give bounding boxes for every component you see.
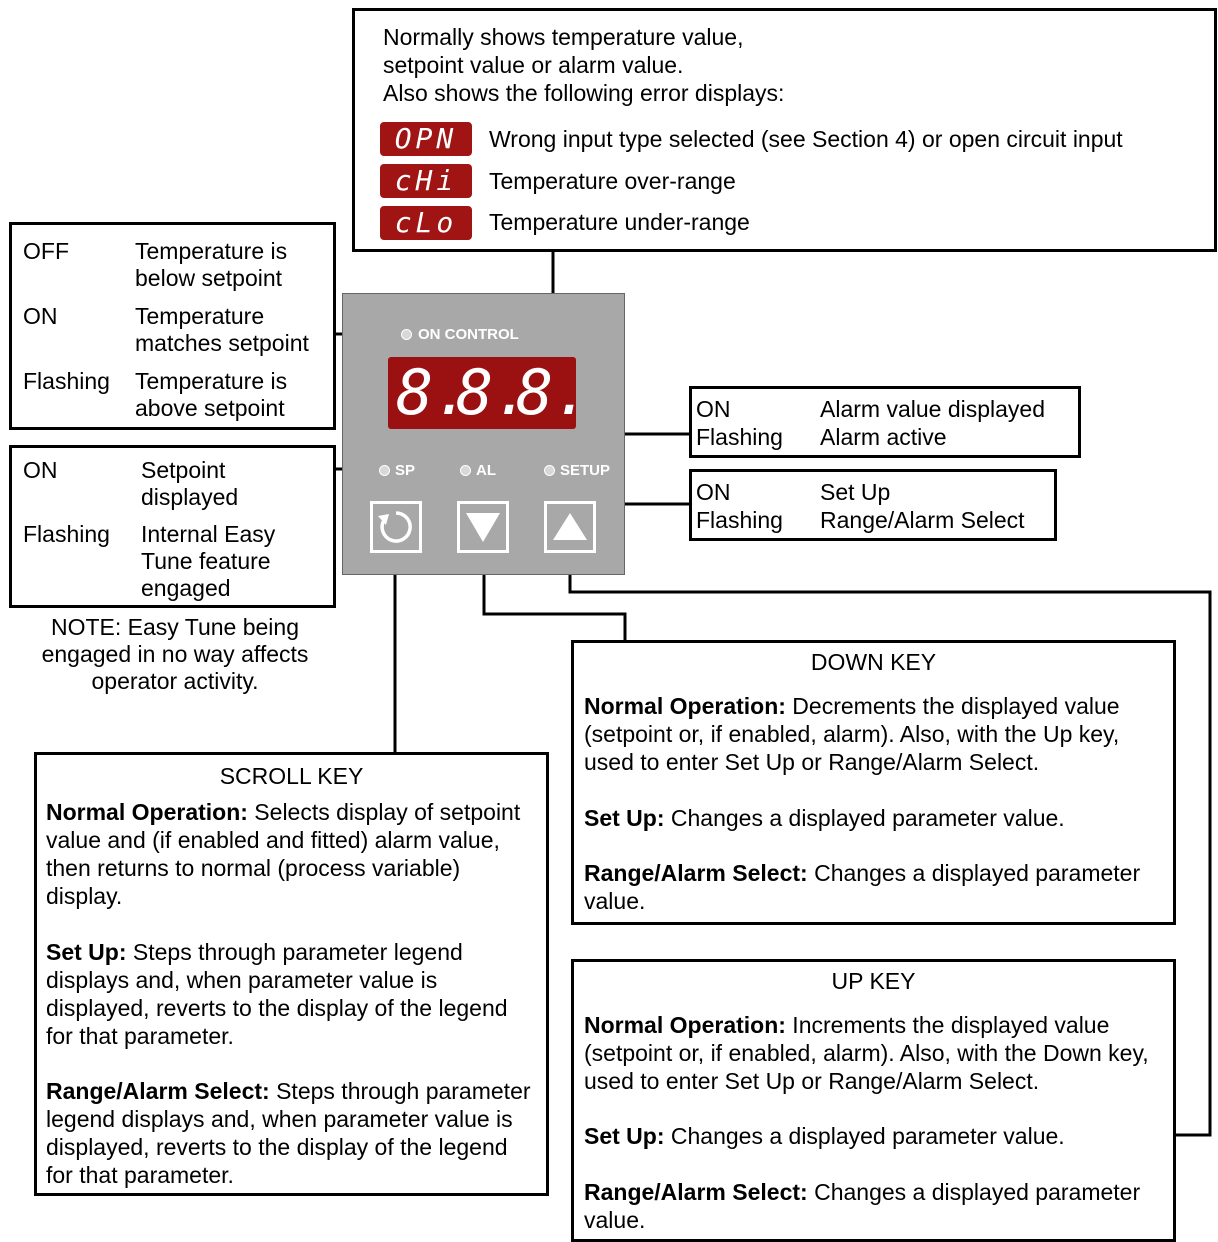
on-control-label: ON CONTROL	[418, 326, 519, 343]
up-key-box: UP KEY Normal Operation: Increments the …	[571, 959, 1176, 1242]
down-key-set-up: Set Up: Changes a displayed parameter va…	[584, 804, 1174, 832]
setup-state-on: ON	[696, 479, 731, 505]
display-desc-line2: setpoint value or alarm value.	[383, 52, 684, 78]
al-led	[460, 465, 471, 476]
down-arrow-icon	[466, 513, 500, 542]
on-control-state-on: ON	[23, 303, 58, 329]
setup-led	[544, 465, 555, 476]
scroll-key-normal-body: Selects display of setpoint value and (i…	[46, 799, 521, 909]
scroll-key-box: SCROLL KEY Normal Operation: Selects dis…	[34, 752, 549, 1196]
scroll-key-range-body: Steps through parameter legend displays …	[46, 1078, 531, 1188]
sp-desc-flashing: Internal Easy Tune feature engaged	[141, 521, 276, 601]
error-code-chi: cHi	[380, 164, 472, 198]
setup-desc-on: Set Up	[820, 479, 891, 505]
al-state-on: ON	[696, 396, 731, 422]
setup-led-box: ON Set Up Flashing Range/Alarm Select	[689, 469, 1057, 541]
display-description-box: Normally shows temperature value, setpoi…	[352, 8, 1217, 252]
down-key-normal-head: Normal Operation:	[584, 693, 786, 719]
up-key-normal-body: Increments the displayed value (setpoint…	[584, 1012, 1149, 1094]
sp-label: SP	[395, 462, 416, 479]
sp-desc-on: Setpoint displayed	[141, 457, 239, 510]
down-key-range-body: Changes a displayed parameter value.	[584, 860, 1141, 914]
setup-label: SETUP	[560, 462, 611, 479]
down-key-button[interactable]	[457, 501, 509, 553]
on-control-desc-off: Temperature is below setpoint	[135, 238, 288, 291]
error-desc-clo: Temperature under-range	[489, 209, 750, 235]
display-digit-1: 8.	[396, 356, 471, 429]
down-key-normal-body: Decrements the displayed value (setpoint…	[584, 693, 1120, 775]
setup-state-flashing: Flashing	[696, 507, 783, 533]
scroll-key-normal-operation: Normal Operation: Selects display of set…	[46, 798, 531, 910]
up-key-range-alarm: Range/Alarm Select: Changes a displayed …	[584, 1178, 1174, 1234]
down-key-range-alarm: Range/Alarm Select: Changes a displayed …	[584, 859, 1174, 915]
scroll-key-range-alarm: Range/Alarm Select: Steps through parame…	[46, 1077, 531, 1189]
down-key-title: DOWN KEY	[810, 649, 937, 675]
on-control-led	[401, 329, 412, 340]
scroll-icon	[378, 511, 412, 543]
up-key-button[interactable]	[544, 501, 596, 553]
sp-led	[379, 465, 390, 476]
scroll-key-normal-head: Normal Operation:	[46, 799, 248, 825]
scroll-key-title: SCROLL KEY	[219, 763, 364, 789]
display-digit-2: 8.	[456, 356, 531, 429]
on-control-state-off: OFF	[23, 238, 69, 264]
al-desc-on: Alarm value displayed	[820, 396, 1046, 422]
down-key-setup-head: Set Up:	[584, 805, 665, 831]
up-key-range-body: Changes a displayed parameter value.	[584, 1179, 1141, 1233]
up-key-set-up: Set Up: Changes a displayed parameter va…	[584, 1122, 1174, 1150]
al-led-box: ON Alarm value displayed Flashing Alarm …	[689, 386, 1081, 458]
on-control-box: OFF Temperature is below setpoint ON Tem…	[9, 222, 336, 430]
up-key-setup-head: Set Up:	[584, 1123, 665, 1149]
error-code-clo: cLo	[380, 206, 472, 240]
down-key-setup-body: Changes a displayed parameter value.	[664, 805, 1065, 831]
down-key-normal-operation: Normal Operation: Decrements the display…	[584, 692, 1174, 776]
on-control-desc-on: Temperature matches setpoint	[135, 303, 309, 356]
display-desc-line1: Normally shows temperature value,	[383, 24, 744, 50]
display-desc-line3: Also shows the following error displays:	[383, 80, 785, 106]
error-desc-chi: Temperature over-range	[489, 168, 736, 194]
up-key-title: UP KEY	[831, 968, 916, 994]
scroll-key-setup-body: Steps through parameter legend displays …	[46, 939, 508, 1049]
down-key-range-head: Range/Alarm Select:	[584, 860, 808, 886]
sp-state-flashing: Flashing	[23, 521, 110, 547]
display-digit-3: 8.	[516, 356, 591, 429]
on-control-desc-flashing: Temperature is above setpoint	[135, 368, 288, 421]
up-key-range-head: Range/Alarm Select:	[584, 1179, 808, 1205]
up-key-setup-body: Changes a displayed parameter value.	[664, 1123, 1065, 1149]
setup-desc-flashing: Range/Alarm Select	[820, 507, 1025, 533]
al-label: AL	[476, 462, 496, 479]
scroll-key-setup-head: Set Up:	[46, 939, 127, 965]
up-arrow-icon	[553, 513, 587, 540]
scroll-key-range-head: Range/Alarm Select:	[46, 1078, 270, 1104]
scroll-key-button[interactable]	[370, 501, 422, 553]
scroll-key-set-up: Set Up: Steps through parameter legend d…	[46, 938, 531, 1050]
on-control-state-flashing: Flashing	[23, 368, 110, 394]
error-desc-opn: Wrong input type selected (see Section 4…	[489, 126, 1123, 152]
error-code-opn: OPN	[380, 122, 472, 156]
up-key-normal-operation: Normal Operation: Increments the display…	[584, 1011, 1174, 1095]
al-state-flashing: Flashing	[696, 424, 783, 450]
up-key-normal-head: Normal Operation:	[584, 1012, 786, 1038]
al-desc-flashing: Alarm active	[820, 424, 947, 450]
sp-state-on: ON	[23, 457, 58, 483]
seven-segment-display: 8. 8. 8.	[388, 356, 591, 429]
easy-tune-note: NOTE: Easy Tune being engaged in no way …	[41, 614, 309, 694]
controller-front-panel: ON CONTROL 8. 8. 8. SP AL SETUP	[342, 293, 625, 575]
down-key-box: DOWN KEY Normal Operation: Decrements th…	[571, 640, 1176, 925]
sp-led-box: ON Setpoint displayed Flashing Internal …	[9, 445, 336, 608]
